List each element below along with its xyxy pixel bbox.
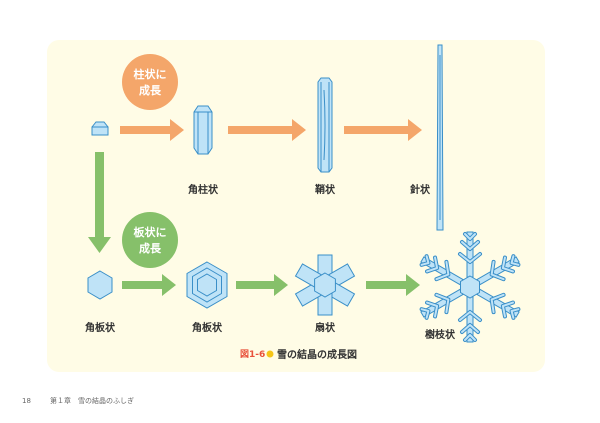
svg-text:成長: 成長 [139, 241, 162, 255]
columnar-growth-bubble: 柱状に 成長 [122, 54, 178, 110]
sector-plate-icon [294, 254, 356, 316]
chapter-number: 第１章 [50, 396, 71, 405]
label-hex-plate: 角板状 [192, 321, 223, 334]
label-dendrite: 樹枝状 [425, 328, 456, 341]
arrow-right-icon [120, 119, 184, 141]
label-hex-column: 角柱状 [188, 183, 219, 196]
needle-crystal-icon [436, 44, 444, 231]
svg-text:図1-6: 図1-6 [240, 349, 265, 360]
hexagon-plate-base-icon [87, 270, 113, 300]
dendrite-crystal-icon [415, 230, 525, 344]
arrow-right-icon [366, 274, 420, 296]
svg-text:柱状に: 柱状に [134, 67, 167, 81]
small-hex-prism-icon [91, 121, 109, 136]
arrow-right-icon [344, 119, 422, 141]
svg-text:板状に: 板状に [134, 225, 167, 239]
label-sector: 扇状 [315, 321, 336, 334]
arrow-right-icon [228, 119, 306, 141]
label-needle: 針状 [410, 183, 431, 196]
hex-column-icon [193, 105, 213, 155]
page-number: 18 [22, 397, 31, 405]
green-arrows [88, 152, 420, 296]
label-sheath: 鞘状 [315, 183, 336, 196]
svg-text:雪の結晶の成長図: 雪の結晶の成長図 [277, 348, 357, 361]
chapter-title: 雪の結晶のふしぎ [78, 396, 134, 405]
svg-text:成長: 成長 [139, 83, 162, 97]
arrow-right-icon [122, 274, 176, 296]
figure-caption: 図1-6 雪の結晶の成長図 [240, 348, 357, 361]
label-hex-base: 角板状 [85, 321, 116, 334]
arrow-right-icon [236, 274, 288, 296]
hex-plate-icon [186, 261, 228, 309]
plate-growth-bubble: 板状に 成長 [122, 212, 178, 268]
sheath-crystal-icon [317, 77, 333, 173]
orange-arrows [120, 119, 422, 141]
arrow-down-icon [88, 152, 111, 253]
